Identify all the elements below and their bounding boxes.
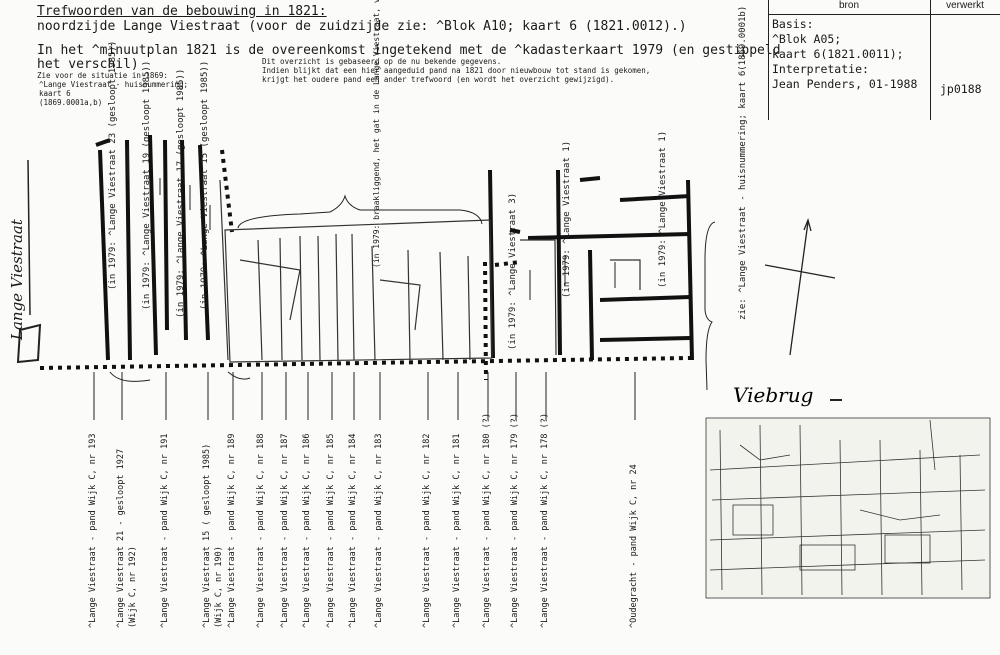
intro-line: In het ^minuutplan 1821 is de overeenkom… [37, 43, 781, 58]
street-handwriting: Viebrug [733, 383, 813, 407]
building-label-top: (in 1979: ^Lange Viestraat 1) [562, 140, 572, 298]
situation-note-line: (1869.0001a,b) [39, 98, 103, 107]
parcel-label: ^Lange Viestraat - pand Wijk C, nr 183 [374, 433, 384, 628]
author: Jean Penders, 01-1988 [772, 77, 918, 91]
parcel-label: (Wijk C, nr 190) [214, 546, 224, 628]
intro-line-2: het verschil) [37, 57, 139, 72]
overview-note-line: Dit overzicht is gebaseerd op de nu beke… [262, 57, 502, 66]
overview-note-line: Indien blijkt dat een hier aangeduid pan… [262, 66, 651, 75]
parcel-label: ^Lange Viestraat - pand Wijk C, nr 189 [227, 433, 237, 628]
parcel-label: ^Lange Viestraat - pand Wijk C, nr 186 [302, 433, 312, 628]
record-code: jp0188 [940, 82, 982, 96]
parcel-label: ^Lange Viestraat - pand Wijk C, nr 182 [422, 433, 432, 628]
parcel-label: ^Lange Viestraat - pand Wijk C, nr 185 [326, 433, 336, 628]
building-label-top: (in 1979: ^Lange Viestraat 1) [658, 130, 668, 288]
parcel-label: ^Lange Viestraat 15 ( gesloopt 1985) [202, 443, 212, 628]
column-header-bron: bron [838, 0, 859, 11]
situation-note-line: Zie voor de situatie in 1869: [37, 71, 168, 80]
parcel-label: (Wijk C, nr 192) [128, 546, 138, 628]
table-border [930, 0, 931, 120]
page-subtitle: noordzijde Lange Viestraat (voor de zuid… [37, 19, 687, 34]
building-label-top: (in 1979: ^Lange Viestraat 15 (gesloopt … [200, 60, 210, 310]
column-header-verwerkt: verwerkt [946, 0, 984, 11]
info-table: bron verwerkt [768, 0, 1000, 120]
building-label-top: (in 1979: ^Lange Viestraat 19 (gesloopt … [142, 60, 152, 310]
basis-line: ^Blok A05; [772, 32, 842, 46]
parcel-label: ^Lange Viestraat - pand Wijk C, nr 181 [452, 433, 462, 628]
parcel-label: ^Lange Viestraat - pand Wijk C, nr 193 [88, 433, 98, 628]
parcel-label: ^Lange Viestraat - pand Wijk C, nr 184 [348, 433, 358, 628]
basis-label: Basis: [772, 17, 814, 31]
left-handwriting: Lange Viestraat [8, 219, 26, 340]
situation-note-line: ^Lange Viestraat - huisnummering; [39, 80, 189, 89]
parcel-label: ^Lange Viestraat - pand Wijk C, nr 187 [280, 433, 290, 628]
overview-note-line: krijgt het oudere pand een ander trefwoo… [262, 75, 615, 84]
table-border [768, 14, 1000, 15]
building-label-top: (in 1979: braakliggend, het gat in de La… [372, 0, 381, 268]
page-title: Trefwoorden van de bebouwing in 1821: [37, 4, 327, 19]
table-border [768, 0, 769, 120]
parcel-label: ^Lange Viestraat - pand Wijk C, nr 191 [160, 433, 170, 628]
basis-line: kaart 6(1821.0011); [772, 47, 904, 61]
parcel-label: ^Lange Viestraat - pand Wijk C, nr 179 (… [510, 413, 520, 628]
side-reference-label: zie: ^Lange Viestraat - huisnummering; k… [738, 5, 748, 320]
interpretatie-label: Interpretatie: [772, 62, 869, 76]
building-label-top: (in 1979: ^Lange Viestraat 17 (gesloopt … [176, 68, 186, 318]
parcel-label: ^Lange Viestraat - pand Wijk C, nr 178 (… [540, 413, 550, 628]
parcel-label: ^Lange Viestraat - pand Wijk C, nr 188 [256, 433, 266, 628]
situation-note-line: kaart 6 [39, 89, 71, 98]
parcel-label: ^Lange Viestraat 21 - gesloopt 1927 [116, 448, 126, 628]
parcel-label: ^Oudegracht - pand Wijk C, nr 24 [629, 464, 639, 628]
parcel-label: ^Lange Viestraat - pand Wijk C, nr 180 (… [482, 413, 492, 628]
building-label-top: (in 1979: ^Lange Viestraat 23 (gesloopt … [108, 40, 118, 290]
building-label-top: (in 1979: ^Lange Viestraat 3) [508, 192, 518, 350]
